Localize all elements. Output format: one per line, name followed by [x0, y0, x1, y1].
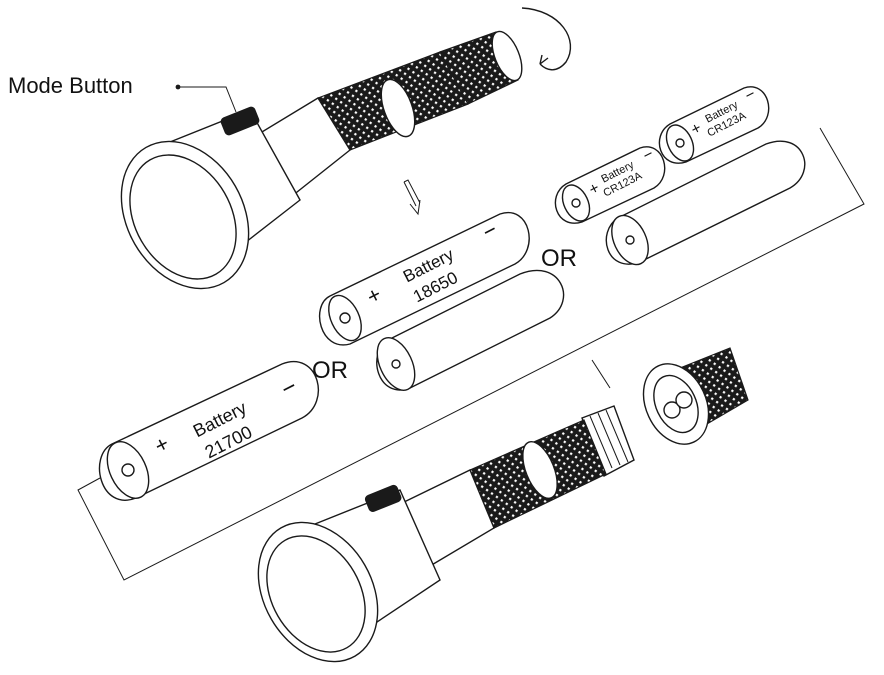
- battery-18650: + Battery 18650 −: [318, 211, 530, 346]
- sleeve-18650: [376, 269, 565, 391]
- sleeve-cr123a: [605, 140, 806, 266]
- or-label-bottom: OR: [312, 357, 348, 384]
- or-label-top: OR: [541, 245, 577, 272]
- mode-button-callout: Mode Button: [8, 73, 237, 113]
- battery-21700: + Battery 21700 −: [98, 361, 319, 501]
- battery-options-bracket: [77, 127, 865, 581]
- insert-arrow-icon: [403, 179, 421, 216]
- mode-button-label: Mode Button: [8, 73, 133, 98]
- rotate-arrow-icon: [521, 7, 572, 71]
- battery-cr123a-left: + Battery CR123A −: [554, 146, 666, 224]
- mode-button[interactable]: [220, 106, 260, 136]
- mode-button-bottom[interactable]: [364, 484, 402, 513]
- battery-cr123a-right: + Battery CR123A −: [658, 86, 770, 164]
- flashlight-top: [120, 7, 572, 290]
- tailcap: [642, 347, 749, 445]
- flashlight-bottom: [257, 347, 749, 663]
